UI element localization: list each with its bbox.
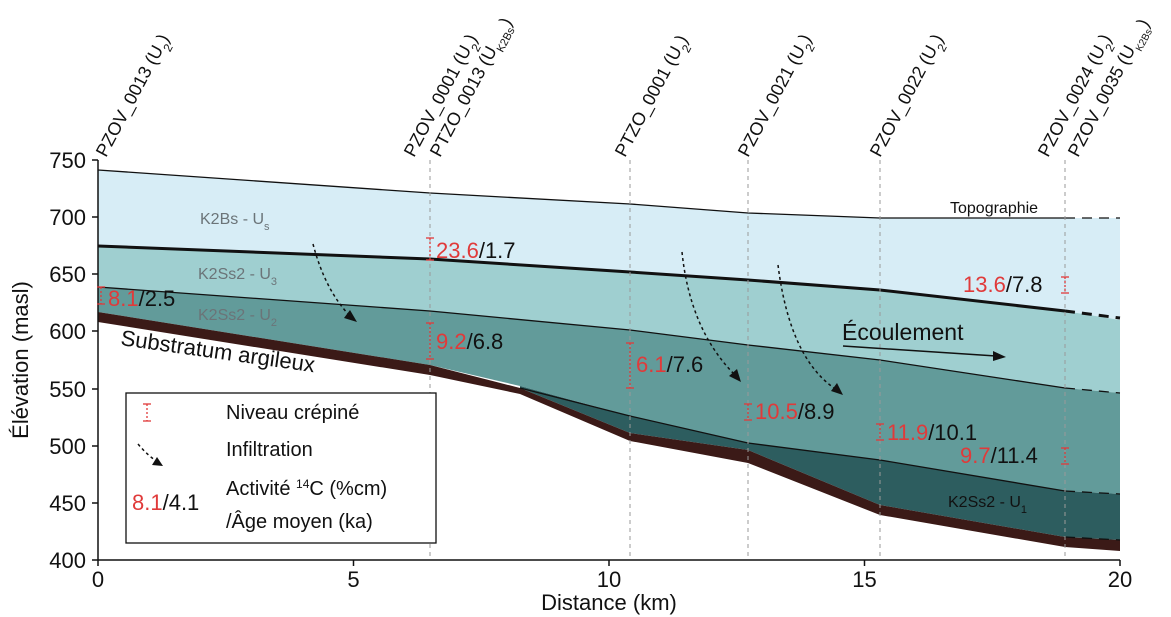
u3-base-extension: [1064, 387, 1121, 394]
screen-markers: [97, 237, 1069, 465]
x-tick-labels: 0 5 10 15 20: [92, 567, 1132, 592]
legend-age-label: /Âge moyen (ka): [226, 510, 373, 533]
legend-infiltration-label: Infiltration: [226, 439, 313, 461]
k2bs-base-line: [97, 244, 1066, 313]
flow-arrow: [842, 345, 1006, 361]
substratum-layer: [98, 312, 1120, 551]
legend-screen-label: Niveau crépiné: [226, 402, 359, 424]
layer-label-k2ss2-u2: K2Ss2 - U2: [198, 307, 277, 329]
annotation-pzov-0022: 11.9/10.1: [887, 420, 977, 445]
legend-example-value: 8.1/4.1: [132, 490, 199, 515]
layer-k2ss2-u2: [98, 287, 1120, 494]
legend-activity-label: Activité 14C (%cm): [226, 477, 387, 500]
y-tick-label: 450: [49, 491, 86, 516]
annotation-ptzo-0013: 23.6/1.7: [436, 238, 516, 263]
well-label-pzov-0013: PZOV_0013 (U2): [92, 31, 179, 163]
topography-line: [97, 169, 1065, 219]
layer-k2bs: [98, 170, 1120, 320]
geologic-layers: [98, 170, 1120, 551]
layer-k2ss2-u1: [520, 386, 1120, 540]
screen-marker: [97, 286, 105, 305]
well-label-pzov-0021: PZOV_0021 (U2): [734, 31, 821, 163]
infiltration-arrow: [681, 251, 736, 376]
topography-label: Topographie: [950, 200, 1038, 217]
annotation-ptzo-0001: 6.1/7.6: [636, 352, 703, 377]
annotation-pzov-0013: 8.1/2.5: [108, 286, 175, 311]
screen-marker: [426, 322, 434, 360]
well-labels: PZOV_0013 (U2) PZOV_0001 (U2) PTZO_0013 …: [92, 14, 1155, 163]
layer-label-k2bs: K2Bs - Us: [200, 211, 270, 233]
layer-label-k2ss2-u3: K2Ss2 - U3: [198, 266, 277, 288]
screen-marker: [876, 423, 884, 441]
annotation-pzov-0024-upper: 13.6/7.8: [963, 272, 1043, 297]
u2-base-extension: [1064, 490, 1121, 495]
axes: [92, 159, 1121, 566]
legend: Niveau crépiné Infiltration 8.1/4.1 Acti…: [125, 392, 437, 544]
annotation-pzov-0001: 9.2/6.8: [436, 329, 503, 354]
y-tick-label: 650: [49, 262, 86, 287]
legend-infiltration-icon: [137, 443, 163, 466]
infiltration-arrow: [312, 243, 351, 317]
x-tick-label: 20: [1108, 567, 1132, 592]
x-axis-title: Distance (km): [541, 590, 677, 615]
layer-k2ss2-u3: [98, 246, 1120, 393]
y-tick-label: 500: [49, 434, 86, 459]
y-tick-label: 600: [49, 319, 86, 344]
screen-marker: [1061, 276, 1069, 294]
legend-box: [125, 392, 437, 544]
y-tick-label: 550: [49, 377, 86, 402]
well-label-pzov-0022: PZOV_0022 (U2): [866, 31, 953, 163]
y-tick-label: 750: [49, 148, 86, 173]
screen-marker: [744, 403, 752, 421]
layer-label-k2ss2-u1: K2Ss2 - U1: [948, 494, 1027, 516]
infiltration-arrowheads: [344, 310, 843, 395]
x-tick-label: 5: [347, 567, 359, 592]
x-tick-label: 10: [597, 567, 621, 592]
y-tick-labels: 750 700 650 600 550 500 450 400: [49, 148, 86, 573]
u3-base-line: [97, 286, 1066, 389]
screen-marker: [626, 342, 634, 389]
infiltration-arrows: [312, 243, 838, 391]
well-label-ptzo-0001: PTZO_0001 (U2): [611, 32, 697, 163]
y-axis-title: Élévation (masl): [8, 281, 33, 439]
annotation-pzov-0024-lower: 9.7/11.4: [960, 443, 1038, 468]
flow-label: Écoulement: [842, 319, 964, 345]
annotations: 8.1/2.5 23.6/1.7 9.2/6.8 6.1/7.6 10.5/8.…: [108, 238, 1043, 468]
y-tick-label: 400: [49, 548, 86, 573]
x-tick-label: 0: [92, 567, 104, 592]
screen-marker: [426, 237, 434, 261]
layer-labels: K2Bs - Us K2Ss2 - U3 K2Ss2 - U2 K2Ss2 - …: [198, 211, 1027, 516]
y-tick-label: 700: [49, 205, 86, 230]
screen-marker: [1061, 447, 1069, 465]
legend-screen-icon: [143, 403, 151, 422]
k2bs-base-extension: [1064, 309, 1121, 320]
u1-base-extension: [1064, 536, 1121, 541]
x-tick-label: 15: [852, 567, 876, 592]
annotation-pzov-0021: 10.5/8.9: [755, 399, 835, 424]
